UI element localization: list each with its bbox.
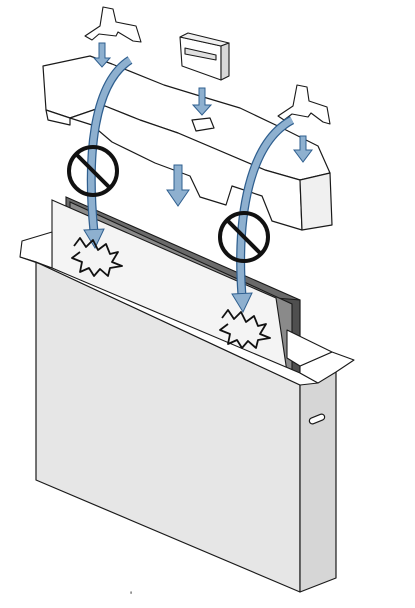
curved-arrow-icon: [83, 56, 133, 250]
curved-arrow-icon: [231, 116, 295, 314]
footer-mark: ': [130, 590, 133, 602]
stand-leg-icon: [84, 6, 142, 43]
carton-side-face: [299, 371, 337, 593]
foam-cushion-end: [299, 172, 333, 231]
prohibited-icon: [67, 145, 119, 197]
down-arrow-icon: [166, 164, 190, 207]
down-arrow-icon: [191, 87, 213, 116]
prohibited-icon: [218, 211, 270, 263]
foam-notch: [191, 117, 215, 132]
stand-neck-icon: [179, 32, 230, 81]
impact-burst-icon: [219, 309, 271, 349]
foam-cushion: [42, 55, 333, 231]
impact-burst-icon: [71, 237, 123, 277]
carton-flap-side: [286, 329, 333, 367]
stand-leg-icon: [277, 84, 331, 125]
down-arrow-icon: [92, 42, 112, 68]
carton-handle-slot: [308, 413, 326, 425]
down-arrow-icon: [293, 135, 313, 163]
carton-flaps: [19, 231, 355, 386]
